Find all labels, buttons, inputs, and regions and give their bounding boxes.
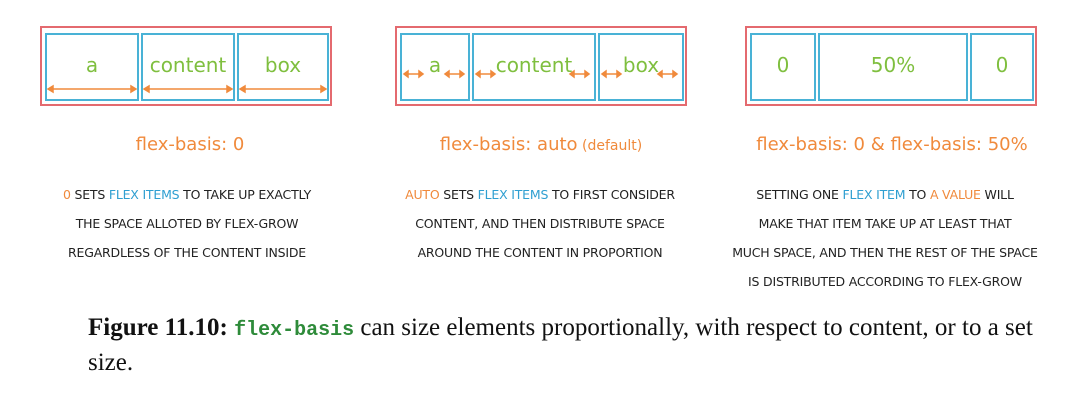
flex-item: 0 bbox=[750, 33, 816, 101]
description: SETTING ONE FLEX ITEM TO A VALUE WILL MA… bbox=[732, 187, 1038, 289]
flex-item: box bbox=[598, 33, 684, 101]
description: AUTO SETS FLEX ITEMS TO FIRST CONSIDER C… bbox=[405, 187, 675, 260]
flex-item: box bbox=[237, 33, 329, 101]
flex-basis-label: flex-basis: auto (default) bbox=[439, 134, 643, 155]
space-arrows bbox=[402, 69, 679, 79]
flex-item: content bbox=[141, 33, 235, 101]
flex-container-diagram: a content box bbox=[40, 26, 332, 106]
flex-basis-label: flex-basis: 0 & flex-basis: 50% bbox=[756, 134, 1028, 155]
flex-item: 0 bbox=[970, 33, 1034, 101]
figure-caption: Figure 11.10: flex-basis can size elemen… bbox=[88, 314, 1033, 376]
flex-container-diagram: a content box bbox=[395, 26, 687, 106]
flex-basis-label: flex-basis: 0 bbox=[135, 134, 245, 155]
description: 0 SETS FLEX ITEMS TO TAKE UP EXACTLY THE… bbox=[62, 187, 312, 260]
flex-item: 50% bbox=[818, 33, 968, 101]
flex-item: a bbox=[45, 33, 139, 101]
space-arrows bbox=[46, 84, 328, 94]
flex-container-diagram: 0 50% 0 bbox=[745, 26, 1037, 106]
flex-item: a bbox=[400, 33, 470, 101]
flex-item: content bbox=[472, 33, 596, 101]
